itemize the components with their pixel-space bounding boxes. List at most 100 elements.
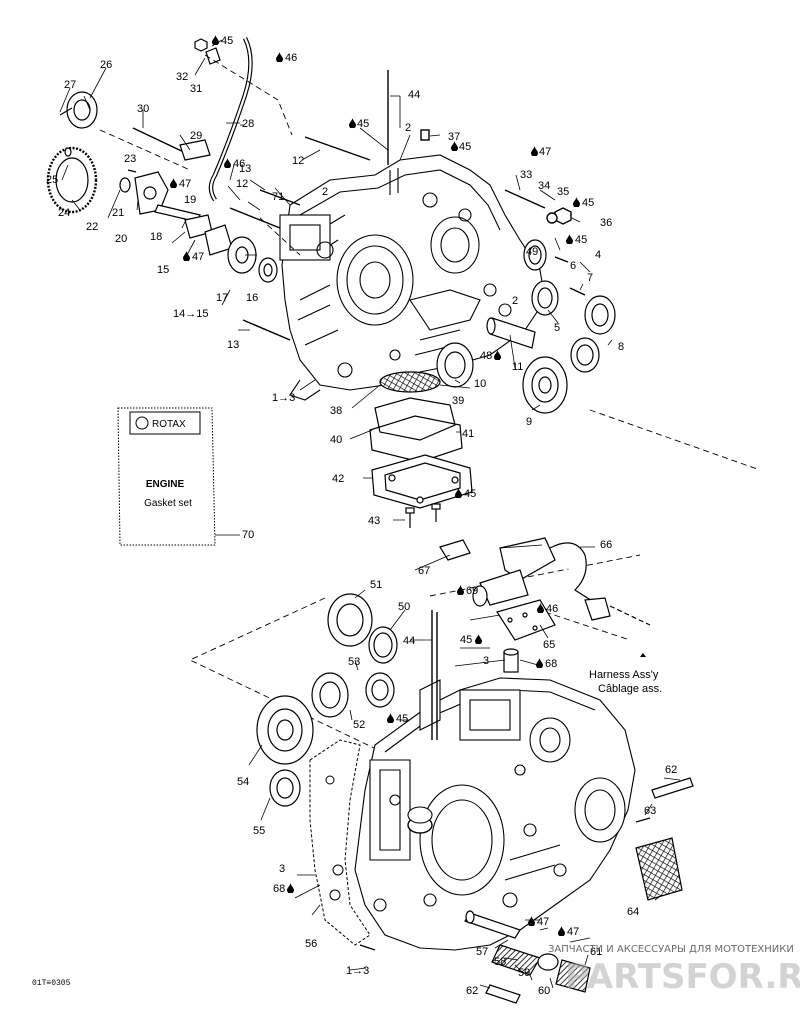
watermark: ЗАПЧАСТИ И АКСЕССУАРЫ ДЛЯ МОТОТЕХНИКИ PA…	[548, 944, 800, 997]
svg-text:69: 69	[466, 585, 478, 597]
part-number: 36	[600, 217, 612, 229]
part-number: 33	[520, 169, 532, 181]
lube-mark: 47	[531, 146, 551, 158]
part-number: 32	[176, 71, 188, 83]
svg-text:48: 48	[480, 350, 492, 362]
svg-text:45: 45	[460, 634, 472, 646]
part-number: 18	[150, 231, 162, 243]
part-number: 12	[236, 178, 248, 190]
svg-text:47: 47	[179, 178, 191, 190]
part-number: 65	[543, 639, 555, 651]
part-number: 63	[644, 805, 656, 817]
assembly-guide-lines	[99, 54, 761, 771]
svg-text:47: 47	[539, 146, 551, 158]
part-number: 49	[526, 246, 538, 258]
part-number: 70	[242, 529, 254, 541]
lube-mark: 47	[528, 916, 549, 928]
part-number: 2	[512, 295, 518, 307]
part-number: 17	[216, 292, 228, 304]
svg-text:47: 47	[192, 251, 204, 263]
part-number: 58	[494, 956, 506, 968]
lube-mark: 68	[273, 883, 294, 895]
part-number: 19	[184, 194, 196, 206]
gasket-set-line2: Gasket set	[144, 498, 192, 509]
svg-text:47: 47	[537, 916, 549, 928]
part-number: 51	[370, 579, 382, 591]
part-number: 20	[115, 233, 127, 245]
part-number: 62	[466, 985, 478, 997]
part-number: 28	[242, 118, 254, 130]
part-number: 1→3	[346, 965, 369, 977]
part-number: 15	[157, 264, 169, 276]
figure-code: 01T≡0305	[32, 979, 71, 988]
part-number: 31	[190, 83, 202, 95]
cover-seals	[369, 397, 463, 463]
svg-text:46: 46	[285, 52, 297, 64]
part-number: 50	[398, 601, 410, 613]
part-number: 57	[476, 946, 488, 958]
part-number: 8	[618, 341, 624, 353]
part-number: 30	[137, 103, 149, 115]
upper-bolts-studs	[132, 70, 586, 341]
harness-label: Harness Ass'y Câblage ass.	[589, 653, 662, 695]
lube-mark: 45	[451, 141, 471, 153]
lube-mark: 45	[455, 488, 476, 500]
gasket-set-brand: ROTAX	[152, 419, 186, 430]
part-number: 4	[595, 249, 601, 261]
part-number: 56	[305, 938, 317, 950]
oil-pump-assembly	[46, 38, 278, 283]
lube-mark: 45	[387, 713, 408, 725]
lube-mark: 47	[170, 178, 191, 190]
part-number: 24	[58, 207, 70, 219]
part-number: 61	[590, 946, 602, 958]
part-number: 52	[353, 719, 365, 731]
part-number: 55	[253, 825, 265, 837]
part-number: 2	[405, 122, 411, 134]
part-number: 3	[483, 655, 489, 667]
svg-text:45: 45	[464, 488, 476, 500]
lube-mark: 45	[573, 197, 594, 209]
part-number: 35	[557, 186, 569, 198]
svg-text:45: 45	[221, 35, 233, 47]
lube-mark: 46	[224, 158, 245, 170]
misc-bolts	[359, 944, 376, 951]
svg-text:45: 45	[396, 713, 408, 725]
part-number: 2	[322, 186, 328, 198]
gasket-set-line1: ENGINE	[146, 479, 185, 490]
part-number: 7	[587, 272, 593, 284]
part-number: 62	[665, 764, 677, 776]
svg-text:68: 68	[545, 658, 557, 670]
part-number: 44	[403, 635, 415, 647]
lube-mark: 45	[212, 35, 233, 47]
part-number: 16	[246, 292, 258, 304]
lubricant-marks: 45 46 45 45 47 46 47 47 45 45 48 45 69 4…	[170, 35, 594, 938]
strainer-cover-plate	[371, 454, 473, 509]
part-number: 11	[512, 361, 523, 373]
part-number: 67	[418, 565, 430, 577]
harness-label-line1: Harness Ass'y	[589, 669, 659, 681]
part-number: 13	[227, 339, 239, 351]
oil-strainer-screen	[379, 371, 441, 393]
part-number: 23	[124, 153, 136, 165]
watermark-logo: PARTSFOR.RU	[565, 957, 800, 997]
lower-crankcase-illustration	[354, 677, 636, 951]
lube-mark: 45	[566, 234, 587, 246]
upper-crankcase-illustration	[279, 154, 546, 401]
part-number: 37	[448, 131, 460, 143]
part-number: 5	[554, 322, 560, 334]
svg-text:45: 45	[357, 118, 369, 130]
part-number: 26	[100, 59, 112, 71]
svg-text:68: 68	[273, 883, 285, 895]
upper-bearings	[436, 239, 616, 414]
lube-mark: 47	[183, 251, 204, 263]
part-number: 9	[526, 416, 532, 428]
part-number: 13	[239, 163, 251, 175]
part-number: 1→3	[272, 392, 295, 404]
part-number: 54	[237, 776, 249, 788]
part-number: 38	[330, 405, 342, 417]
part-number: 10	[474, 378, 486, 390]
part-number: 41	[462, 428, 474, 440]
harness-label-line2: Câblage ass.	[598, 683, 662, 695]
gasket-set-package: ROTAX ENGINE Gasket set	[117, 407, 216, 546]
crankcase-gasket	[309, 739, 371, 946]
